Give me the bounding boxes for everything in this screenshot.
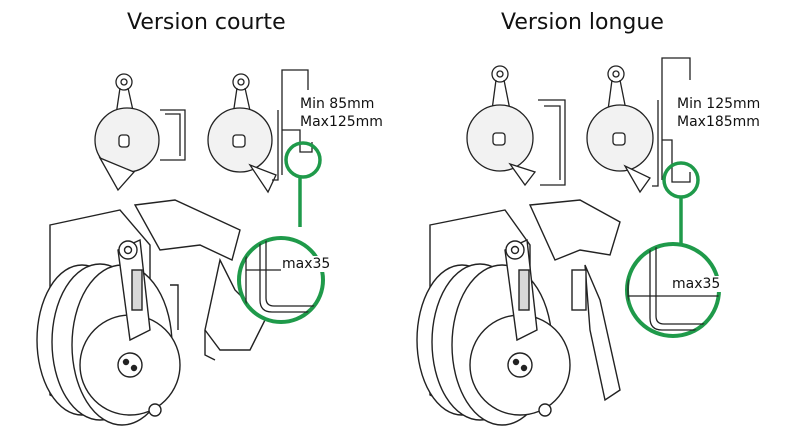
spec-min-long: Min 125mm (677, 96, 761, 112)
spec-min-short: Min 85mm (300, 96, 375, 112)
small-reel-right-2 (586, 57, 691, 194)
small-reel-right-1 (466, 65, 566, 187)
callout-small-circle-right (662, 161, 700, 199)
title-short-version: Version courte (127, 10, 286, 35)
callout-label-long: max35 (671, 276, 722, 292)
spec-max-short: Max125mm (300, 114, 383, 130)
small-reel-left-2 (207, 69, 313, 194)
spec-range-long: Min 125mm Max185mm (677, 95, 760, 131)
callout-small-circle-left (284, 141, 322, 179)
main-reel-right (416, 199, 621, 426)
main-reel-left (36, 199, 266, 426)
spec-range-short: Min 85mm Max125mm (300, 95, 383, 131)
callout-magnifier-left (237, 236, 325, 324)
callout-label-short: max35 (281, 256, 332, 272)
title-long-version: Version longue (501, 10, 664, 35)
spec-max-long: Max185mm (677, 114, 760, 130)
small-reel-left-1 (94, 73, 186, 192)
